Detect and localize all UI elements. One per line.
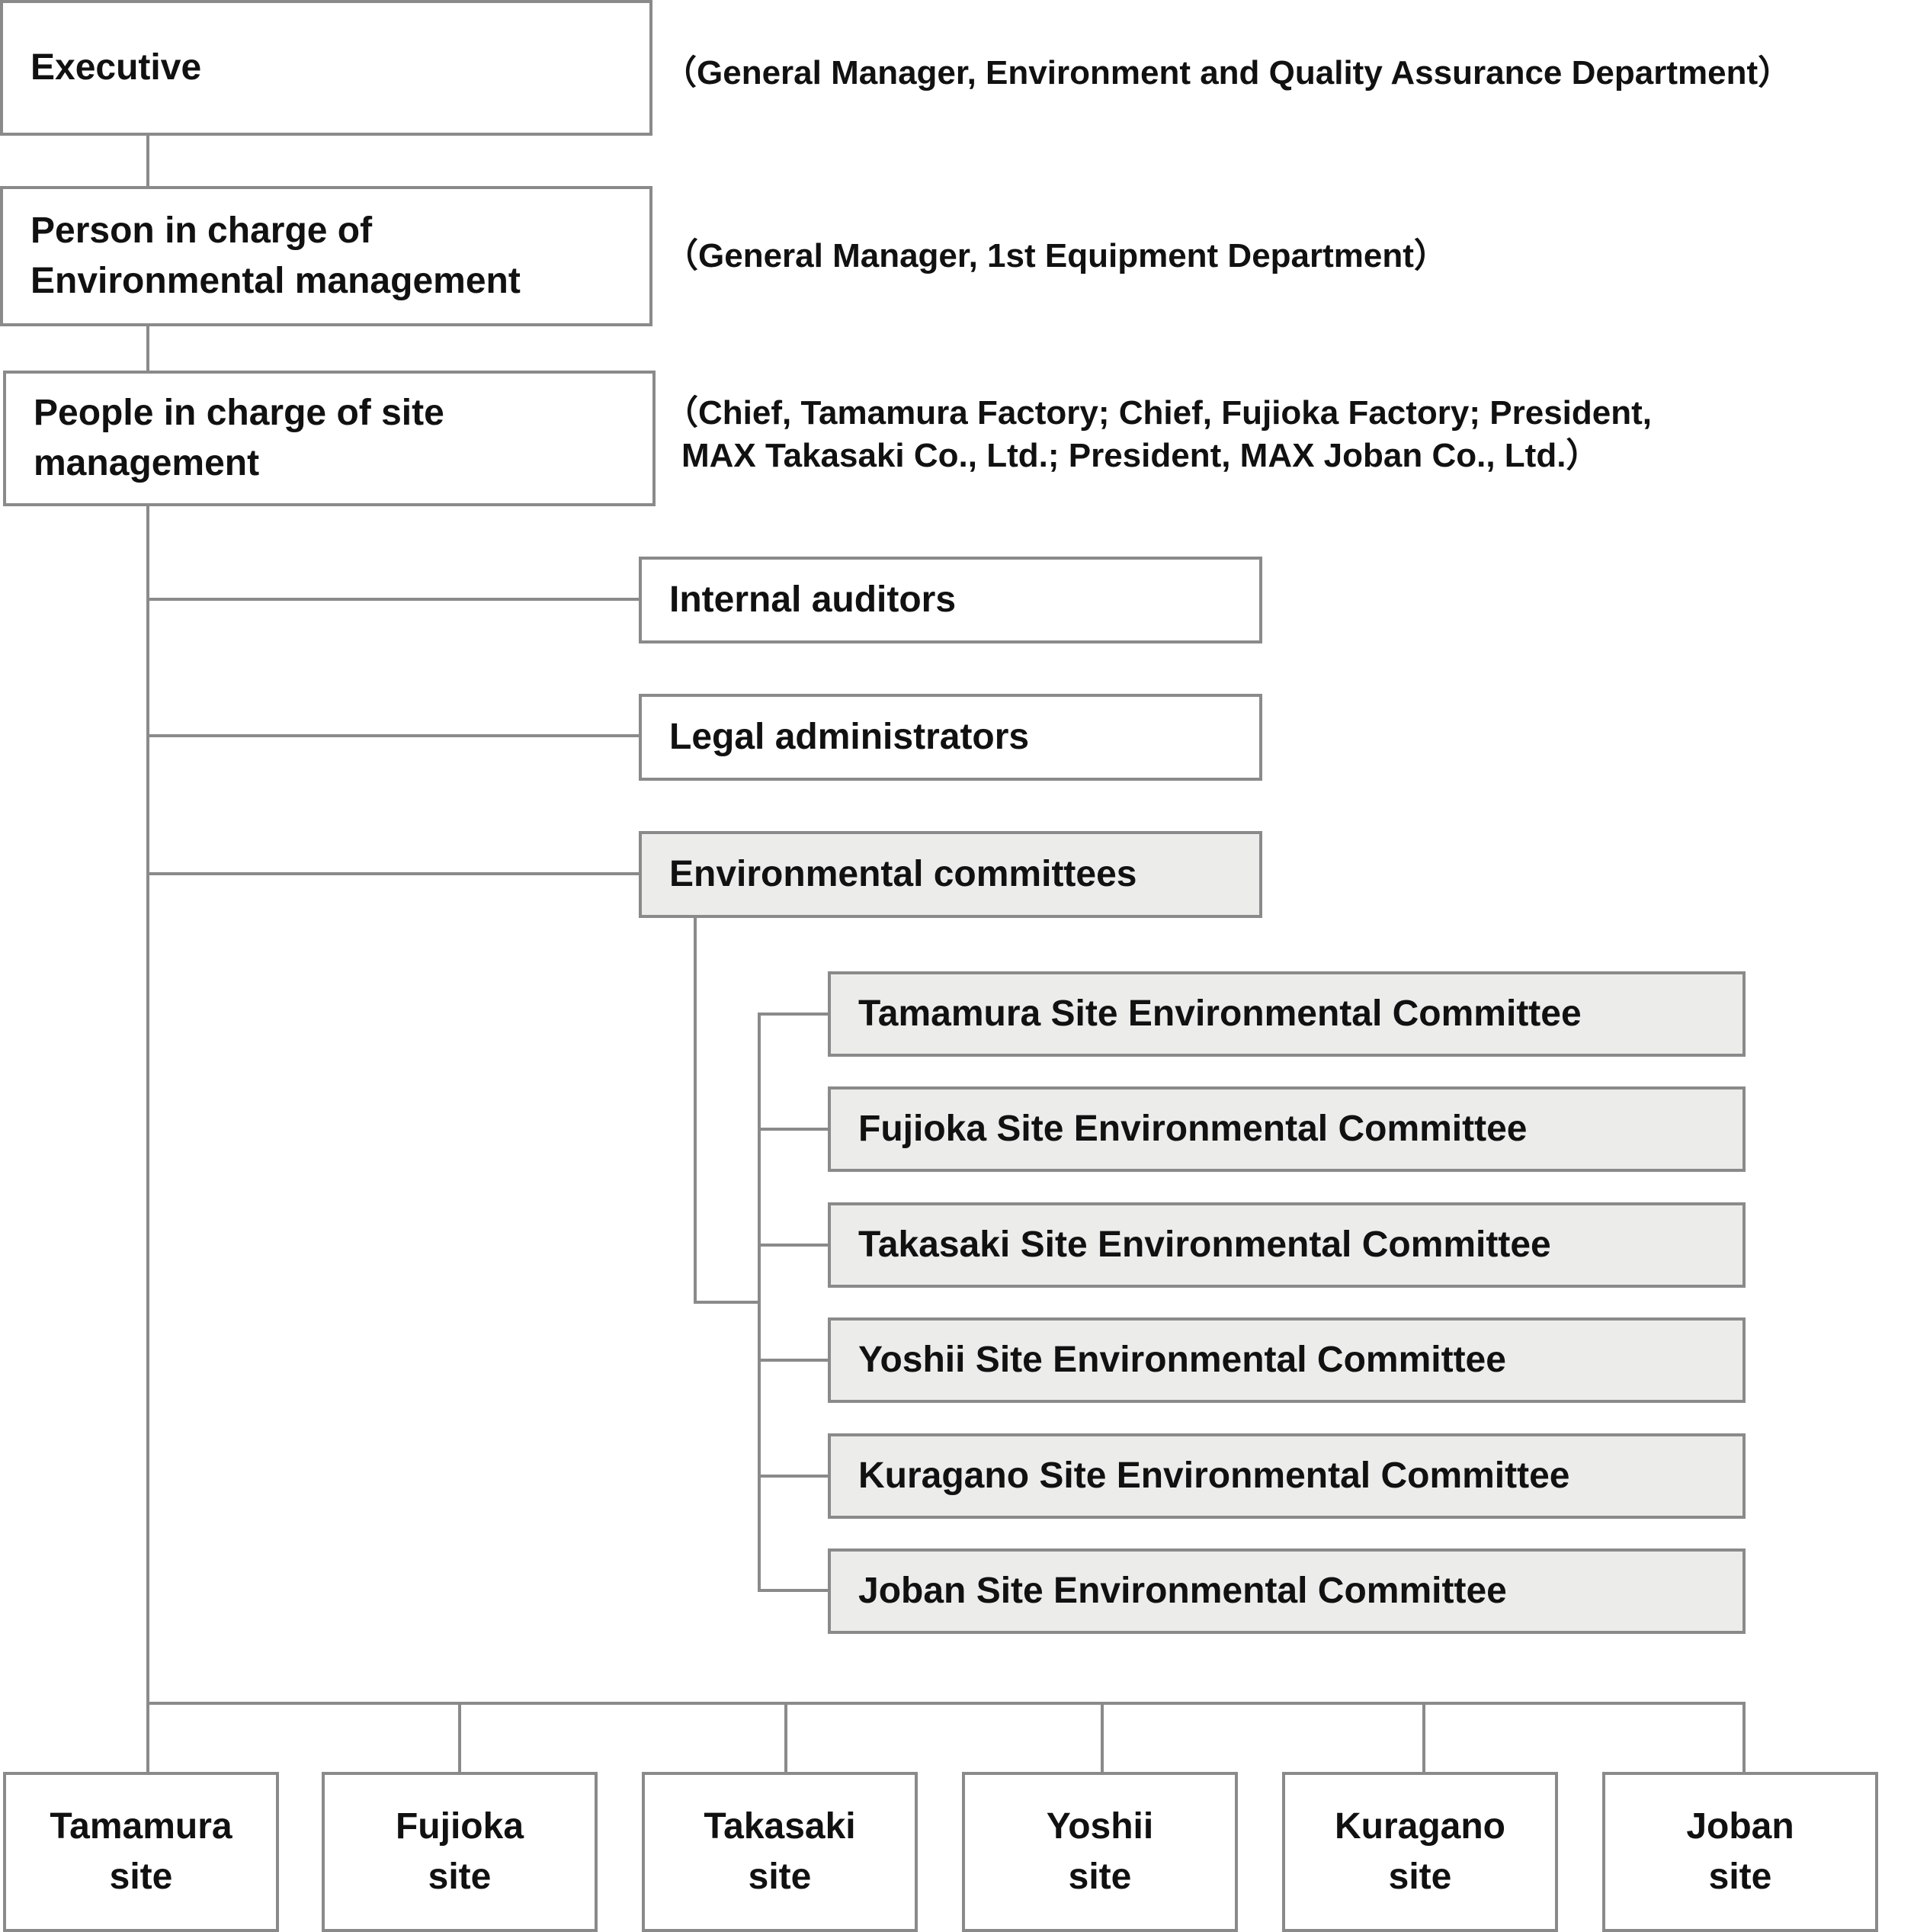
site-suffix: site bbox=[1388, 1857, 1452, 1897]
committee-box: Joban Site Environmental Committee bbox=[828, 1548, 1746, 1634]
site-name: Takasaki bbox=[704, 1806, 856, 1847]
site-box: Joban site bbox=[1602, 1772, 1878, 1932]
connector-to-legal-administrators bbox=[146, 734, 640, 737]
env-management-line1: Person in charge of bbox=[30, 210, 373, 251]
committee-label: Tamamura Site Environmental Committee bbox=[858, 993, 1582, 1034]
internal-auditors-box: Internal auditors bbox=[639, 557, 1262, 643]
connector-sites-bus bbox=[146, 1702, 1746, 1705]
connector-site-kuragano bbox=[1422, 1702, 1425, 1773]
connector-site-joban bbox=[1742, 1702, 1746, 1773]
site-management-box: People in charge of site management bbox=[3, 371, 656, 506]
committee-label: Kuragano Site Environmental Committee bbox=[858, 1455, 1570, 1496]
connector-committee-1 bbox=[758, 1013, 831, 1016]
committee-box: Takasaki Site Environmental Committee bbox=[828, 1202, 1746, 1288]
site-box: Yoshii site bbox=[962, 1772, 1238, 1932]
connector-committee-6 bbox=[758, 1589, 831, 1592]
legal-administrators-label: Legal administrators bbox=[669, 717, 1030, 757]
site-suffix: site bbox=[428, 1857, 492, 1897]
committee-label: Yoshii Site Environmental Committee bbox=[858, 1340, 1506, 1380]
environmental-committees-box: Environmental committees bbox=[639, 831, 1262, 918]
site-suffix: site bbox=[1708, 1857, 1772, 1897]
connector-committee-3 bbox=[758, 1244, 831, 1247]
connector-committee-5 bbox=[758, 1475, 831, 1478]
connector-to-internal-auditors bbox=[146, 598, 640, 601]
committee-box: Yoshii Site Environmental Committee bbox=[828, 1317, 1746, 1403]
connector-committees-trunk bbox=[694, 915, 697, 1304]
committee-label: Takasaki Site Environmental Committee bbox=[858, 1224, 1551, 1265]
committee-box: Tamamura Site Environmental Committee bbox=[828, 971, 1746, 1057]
site-box: Takasaki site bbox=[642, 1772, 918, 1932]
connector-main-trunk bbox=[146, 505, 149, 1773]
site-box: Fujioka site bbox=[322, 1772, 598, 1932]
committee-label: Joban Site Environmental Committee bbox=[858, 1571, 1507, 1611]
legal-administrators-box: Legal administrators bbox=[639, 694, 1262, 781]
connector-committees-elbow bbox=[694, 1301, 761, 1304]
site-name: Tamamura bbox=[50, 1806, 232, 1847]
connector-site-yoshii bbox=[1101, 1702, 1104, 1773]
site-management-note-line2: MAX Takasaki Co., Ltd.; President, MAX J… bbox=[681, 437, 1600, 474]
env-management-note: （General Manager, 1st Equipment Departme… bbox=[665, 237, 1448, 274]
connector-exec-to-env bbox=[146, 134, 149, 188]
site-name: Kuragano bbox=[1334, 1806, 1505, 1847]
connector-site-takasaki bbox=[784, 1702, 787, 1773]
site-management-line1: People in charge of site bbox=[34, 393, 444, 433]
site-box: Tamamura site bbox=[3, 1772, 279, 1932]
site-box: Kuragano site bbox=[1282, 1772, 1558, 1932]
connector-committees-branch bbox=[758, 1013, 761, 1592]
connector-committee-4 bbox=[758, 1359, 831, 1362]
connector-committee-2 bbox=[758, 1128, 831, 1131]
internal-auditors-label: Internal auditors bbox=[669, 579, 957, 620]
committee-label: Fujioka Site Environmental Committee bbox=[858, 1109, 1528, 1149]
env-management-box: Person in charge of Environmental manage… bbox=[0, 186, 652, 326]
connector-env-to-site bbox=[146, 325, 149, 372]
executive-box: Executive bbox=[0, 0, 652, 136]
committee-box: Fujioka Site Environmental Committee bbox=[828, 1086, 1746, 1172]
site-suffix: site bbox=[109, 1857, 173, 1897]
connector-site-fujioka bbox=[458, 1702, 461, 1773]
connector-to-environmental-committees bbox=[146, 872, 640, 875]
site-suffix: site bbox=[748, 1857, 812, 1897]
site-name: Fujioka bbox=[395, 1806, 524, 1847]
committee-box: Kuragano Site Environmental Committee bbox=[828, 1433, 1746, 1519]
site-name: Yoshii bbox=[1046, 1806, 1154, 1847]
environmental-committees-label: Environmental committees bbox=[669, 854, 1137, 894]
executive-note: （General Manager, Environment and Qualit… bbox=[663, 54, 1792, 91]
site-suffix: site bbox=[1068, 1857, 1132, 1897]
site-management-note-line1: （Chief, Tamamura Factory; Chief, Fujioka… bbox=[665, 394, 1653, 432]
site-management-line2: management bbox=[34, 443, 260, 483]
env-management-line2: Environmental management bbox=[30, 261, 521, 301]
site-name: Joban bbox=[1686, 1806, 1794, 1847]
executive-label: Executive bbox=[30, 47, 202, 88]
